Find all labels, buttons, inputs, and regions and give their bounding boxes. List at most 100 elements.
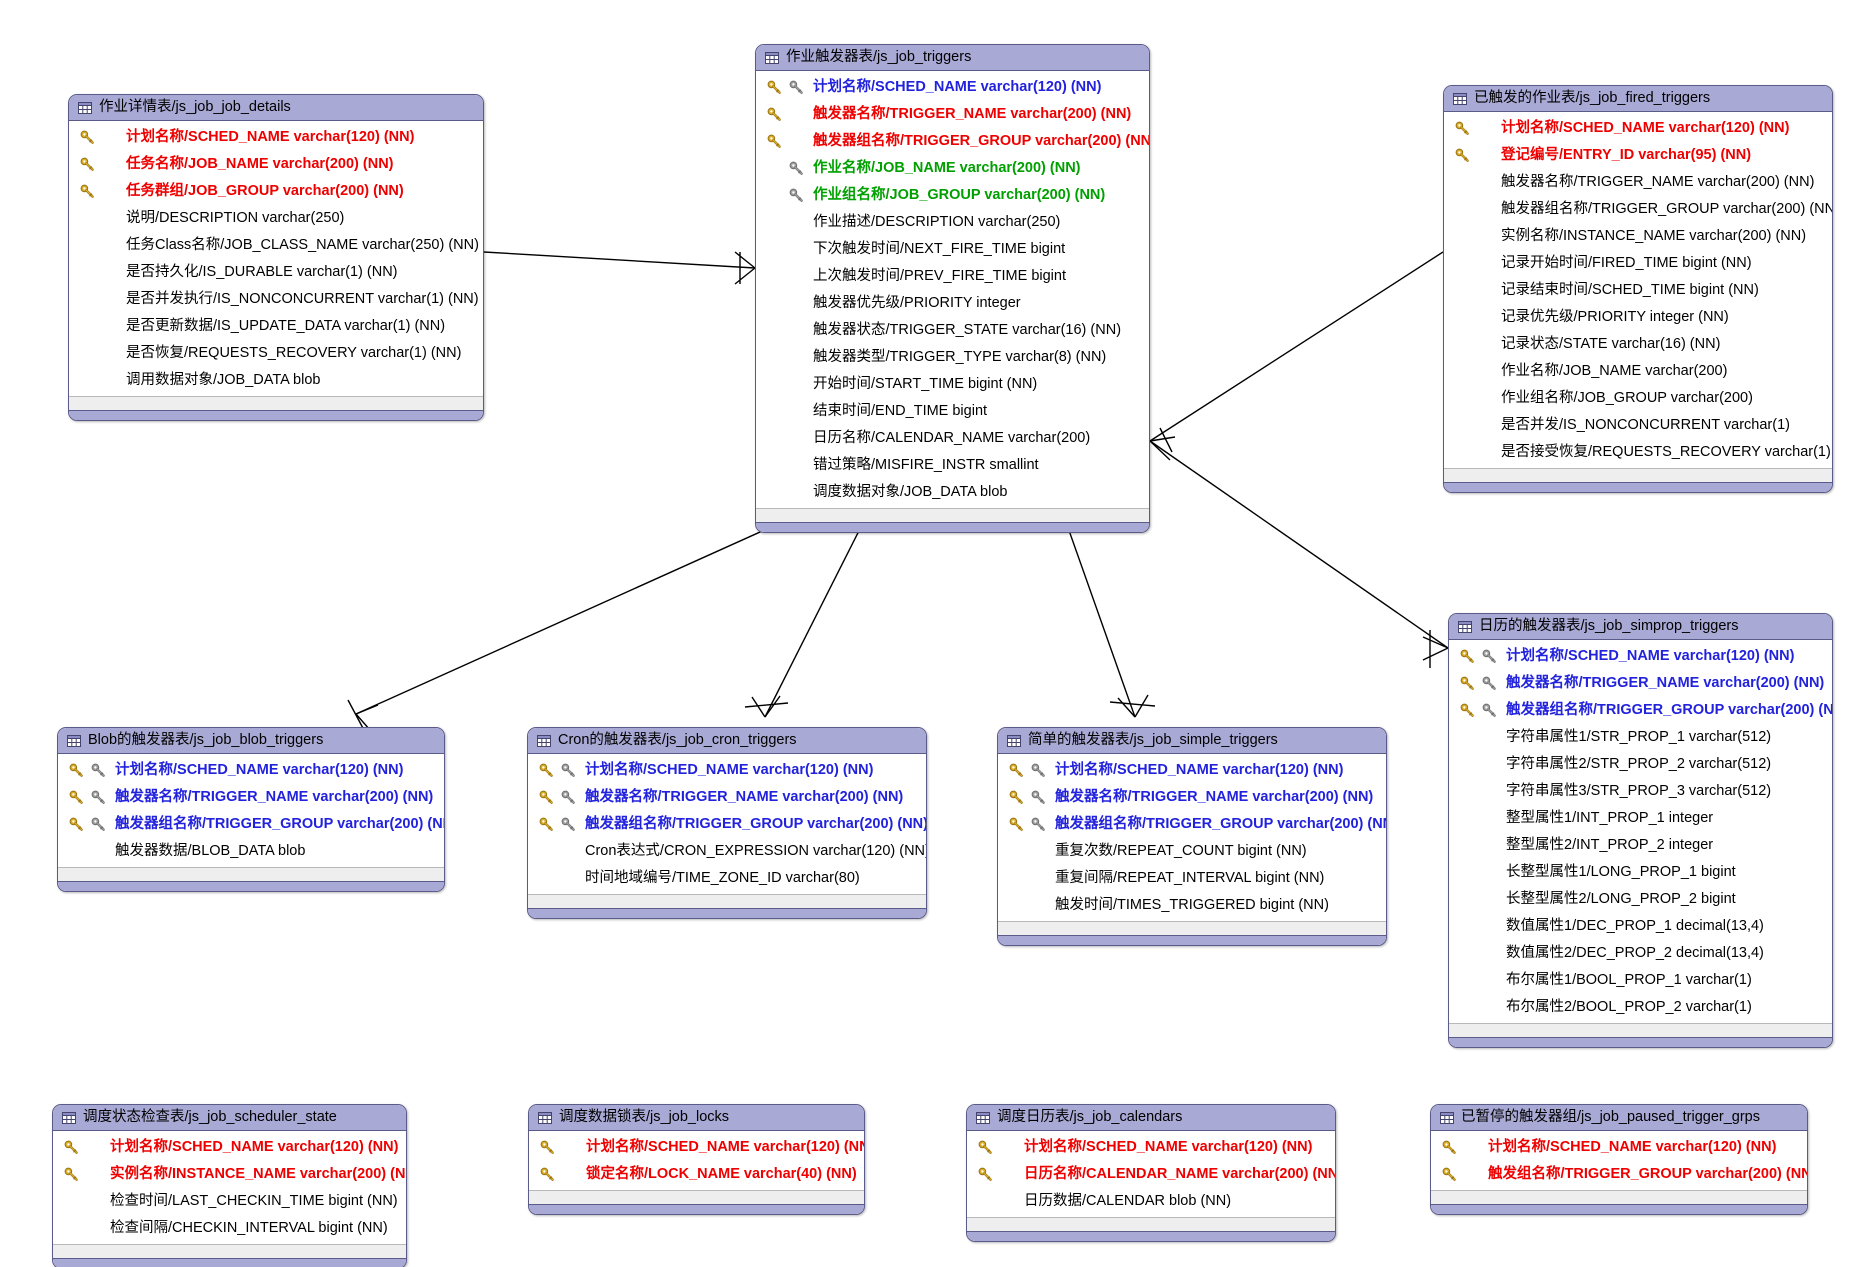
attribute-row[interactable]: 计划名称/SCHED_NAME varchar(120) (NN) xyxy=(1449,643,1832,670)
attribute-row[interactable]: 上次触发时间/PREV_FIRE_TIME bigint xyxy=(756,263,1149,290)
attribute-row[interactable]: 作业组名称/JOB_GROUP varchar(200) (NN) xyxy=(756,182,1149,209)
entity-paused_trigger_grps[interactable]: 已暂停的触发器组/js_job_paused_trigger_grps 计划名称/… xyxy=(1430,1104,1808,1215)
entity-header-paused_trigger_grps[interactable]: 已暂停的触发器组/js_job_paused_trigger_grps xyxy=(1431,1105,1807,1131)
attribute-row[interactable]: 是否并发执行/IS_NONCONCURRENT varchar(1) (NN) xyxy=(69,286,483,313)
entity-header-fired_triggers[interactable]: 已触发的作业表/js_job_fired_triggers xyxy=(1444,86,1832,112)
attribute-row[interactable]: 整型属性1/INT_PROP_1 integer xyxy=(1449,805,1832,832)
attribute-row[interactable]: 是否并发/IS_NONCONCURRENT varchar(1) xyxy=(1444,412,1832,439)
entity-cron_triggers[interactable]: Cron的触发器表/js_job_cron_triggers 计划名称/SCHED… xyxy=(527,727,927,919)
entity-simple_triggers[interactable]: 简单的触发器表/js_job_simple_triggers 计划名称/SCHED… xyxy=(997,727,1387,946)
attribute-row[interactable]: 是否接受恢复/REQUESTS_RECOVERY varchar(1) xyxy=(1444,439,1832,466)
attribute-row[interactable]: 错过策略/MISFIRE_INSTR smallint xyxy=(756,452,1149,479)
attribute-row[interactable]: 是否更新数据/IS_UPDATE_DATA varchar(1) (NN) xyxy=(69,313,483,340)
entity-header-job_triggers[interactable]: 作业触发器表/js_job_triggers xyxy=(756,45,1149,71)
attribute-row[interactable]: 检查间隔/CHECKIN_INTERVAL bigint (NN) xyxy=(53,1215,406,1242)
attribute-row[interactable]: 长整型属性1/LONG_PROP_1 bigint xyxy=(1449,859,1832,886)
attribute-row[interactable]: 是否持久化/IS_DURABLE varchar(1) (NN) xyxy=(69,259,483,286)
attribute-row[interactable]: 触发器状态/TRIGGER_STATE varchar(16) (NN) xyxy=(756,317,1149,344)
attribute-row[interactable]: 数值属性1/DEC_PROP_1 decimal(13,4) xyxy=(1449,913,1832,940)
attribute-row[interactable]: 触发器类型/TRIGGER_TYPE varchar(8) (NN) xyxy=(756,344,1149,371)
attribute-row[interactable]: 字符串属性1/STR_PROP_1 varchar(512) xyxy=(1449,724,1832,751)
attribute-row[interactable]: 日历数据/CALENDAR blob (NN) xyxy=(967,1188,1335,1215)
attribute-row[interactable]: 触发器优先级/PRIORITY integer xyxy=(756,290,1149,317)
attribute-row[interactable]: 任务Class名称/JOB_CLASS_NAME varchar(250) (N… xyxy=(69,232,483,259)
attribute-row[interactable]: 登记编号/ENTRY_ID varchar(95) (NN) xyxy=(1444,142,1832,169)
attribute-row[interactable]: 触发器名称/TRIGGER_NAME varchar(200) (NN) xyxy=(1449,670,1832,697)
attribute-row[interactable]: 触发器组名称/TRIGGER_GROUP varchar(200) (NN) xyxy=(998,811,1386,838)
attribute-row[interactable]: 触发器名称/TRIGGER_NAME varchar(200) (NN) xyxy=(528,784,926,811)
attribute-row[interactable]: 计划名称/SCHED_NAME varchar(120) (NN) xyxy=(53,1134,406,1161)
attribute-row[interactable]: 调用数据对象/JOB_DATA blob xyxy=(69,367,483,394)
entity-calendars[interactable]: 调度日历表/js_job_calendars 计划名称/SCHED_NAME va… xyxy=(966,1104,1336,1242)
attribute-row[interactable]: 调度数据对象/JOB_DATA blob xyxy=(756,479,1149,506)
attribute-row[interactable]: 结束时间/END_TIME bigint xyxy=(756,398,1149,425)
attribute-row[interactable]: 字符串属性3/STR_PROP_3 varchar(512) xyxy=(1449,778,1832,805)
entity-header-blob_triggers[interactable]: Blob的触发器表/js_job_blob_triggers xyxy=(58,728,444,754)
attribute-row[interactable]: 作业组名称/JOB_GROUP varchar(200) xyxy=(1444,385,1832,412)
attribute-row[interactable]: 记录状态/STATE varchar(16) (NN) xyxy=(1444,331,1832,358)
attribute-row[interactable]: 实例名称/INSTANCE_NAME varchar(200) (NN) xyxy=(1444,223,1832,250)
attribute-row[interactable]: 日历名称/CALENDAR_NAME varchar(200) (NN) xyxy=(967,1161,1335,1188)
attribute-row[interactable]: 计划名称/SCHED_NAME varchar(120) (NN) xyxy=(998,757,1386,784)
attribute-row[interactable]: Cron表达式/CRON_EXPRESSION varchar(120) (NN… xyxy=(528,838,926,865)
attribute-row[interactable]: 作业名称/JOB_NAME varchar(200) (NN) xyxy=(756,155,1149,182)
attribute-row[interactable]: 字符串属性2/STR_PROP_2 varchar(512) xyxy=(1449,751,1832,778)
attribute-row[interactable]: 记录开始时间/FIRED_TIME bigint (NN) xyxy=(1444,250,1832,277)
attribute-row[interactable]: 触发器名称/TRIGGER_NAME varchar(200) (NN) xyxy=(756,101,1149,128)
attribute-row[interactable]: 是否恢复/REQUESTS_RECOVERY varchar(1) (NN) xyxy=(69,340,483,367)
attribute-row[interactable]: 说明/DESCRIPTION varchar(250) xyxy=(69,205,483,232)
attribute-row[interactable]: 作业描述/DESCRIPTION varchar(250) xyxy=(756,209,1149,236)
entity-header-locks[interactable]: 调度数据锁表/js_job_locks xyxy=(529,1105,864,1131)
attribute-row[interactable]: 触发器名称/TRIGGER_NAME varchar(200) (NN) xyxy=(998,784,1386,811)
attribute-row[interactable]: 触发器名称/TRIGGER_NAME varchar(200) (NN) xyxy=(1444,169,1832,196)
attribute-row[interactable]: 触发器组名称/TRIGGER_GROUP varchar(200) (NN) xyxy=(756,128,1149,155)
attribute-row[interactable]: 触发器组名称/TRIGGER_GROUP varchar(200) (NN) xyxy=(528,811,926,838)
attribute-row[interactable]: 数值属性2/DEC_PROP_2 decimal(13,4) xyxy=(1449,940,1832,967)
attribute-row[interactable]: 作业名称/JOB_NAME varchar(200) xyxy=(1444,358,1832,385)
entity-header-simple_triggers[interactable]: 简单的触发器表/js_job_simple_triggers xyxy=(998,728,1386,754)
attribute-row[interactable]: 记录结束时间/SCHED_TIME bigint (NN) xyxy=(1444,277,1832,304)
entity-job_details[interactable]: 作业详情表/js_job_job_details 计划名称/SCHED_NAME … xyxy=(68,94,484,421)
attribute-row[interactable]: 触发器组名称/TRIGGER_GROUP varchar(200) (NN) xyxy=(1449,697,1832,724)
entity-blob_triggers[interactable]: Blob的触发器表/js_job_blob_triggers 计划名称/SCHED… xyxy=(57,727,445,892)
entity-fired_triggers[interactable]: 已触发的作业表/js_job_fired_triggers 计划名称/SCHED_… xyxy=(1443,85,1833,493)
attribute-row[interactable]: 重复间隔/REPEAT_INTERVAL bigint (NN) xyxy=(998,865,1386,892)
attribute-row[interactable]: 检查时间/LAST_CHECKIN_TIME bigint (NN) xyxy=(53,1188,406,1215)
attribute-row[interactable]: 计划名称/SCHED_NAME varchar(120) (NN) xyxy=(756,74,1149,101)
attribute-row[interactable]: 记录优先级/PRIORITY integer (NN) xyxy=(1444,304,1832,331)
attribute-row[interactable]: 计划名称/SCHED_NAME varchar(120) (NN) xyxy=(1444,115,1832,142)
entity-header-simprop_triggers[interactable]: 日历的触发器表/js_job_simprop_triggers xyxy=(1449,614,1832,640)
attribute-row[interactable]: 触发器组名称/TRIGGER_GROUP varchar(200) (NN) xyxy=(58,811,444,838)
attribute-row[interactable]: 触发组名称/TRIGGER_GROUP varchar(200) (NN) xyxy=(1431,1161,1807,1188)
attribute-row[interactable]: 计划名称/SCHED_NAME varchar(120) (NN) xyxy=(967,1134,1335,1161)
attribute-row[interactable]: 计划名称/SCHED_NAME varchar(120) (NN) xyxy=(528,757,926,784)
attribute-row[interactable]: 实例名称/INSTANCE_NAME varchar(200) (NN) xyxy=(53,1161,406,1188)
attribute-row[interactable]: 重复次数/REPEAT_COUNT bigint (NN) xyxy=(998,838,1386,865)
attribute-row[interactable]: 计划名称/SCHED_NAME varchar(120) (NN) xyxy=(58,757,444,784)
attribute-row[interactable]: 计划名称/SCHED_NAME varchar(120) (NN) xyxy=(69,124,483,151)
attribute-row[interactable]: 长整型属性2/LONG_PROP_2 bigint xyxy=(1449,886,1832,913)
entity-simprop_triggers[interactable]: 日历的触发器表/js_job_simprop_triggers 计划名称/SCHE… xyxy=(1448,613,1833,1048)
attribute-row[interactable]: 任务名称/JOB_NAME varchar(200) (NN) xyxy=(69,151,483,178)
attribute-row[interactable]: 布尔属性2/BOOL_PROP_2 varchar(1) xyxy=(1449,994,1832,1021)
entity-locks[interactable]: 调度数据锁表/js_job_locks 计划名称/SCHED_NAME varch… xyxy=(528,1104,865,1215)
entity-job_triggers[interactable]: 作业触发器表/js_job_triggers 计划名称/SCHED_NAME va… xyxy=(755,44,1150,533)
attribute-row[interactable]: 下次触发时间/NEXT_FIRE_TIME bigint xyxy=(756,236,1149,263)
attribute-row[interactable]: 计划名称/SCHED_NAME varchar(120) (NN) xyxy=(1431,1134,1807,1161)
entity-header-calendars[interactable]: 调度日历表/js_job_calendars xyxy=(967,1105,1335,1131)
attribute-row[interactable]: 时间地域编号/TIME_ZONE_ID varchar(80) xyxy=(528,865,926,892)
entity-header-cron_triggers[interactable]: Cron的触发器表/js_job_cron_triggers xyxy=(528,728,926,754)
attribute-row[interactable]: 任务群组/JOB_GROUP varchar(200) (NN) xyxy=(69,178,483,205)
attribute-row[interactable]: 布尔属性1/BOOL_PROP_1 varchar(1) xyxy=(1449,967,1832,994)
attribute-row[interactable]: 触发器名称/TRIGGER_NAME varchar(200) (NN) xyxy=(58,784,444,811)
entity-header-job_details[interactable]: 作业详情表/js_job_job_details xyxy=(69,95,483,121)
attribute-row[interactable]: 锁定名称/LOCK_NAME varchar(40) (NN) xyxy=(529,1161,864,1188)
attribute-row[interactable]: 触发器数据/BLOB_DATA blob xyxy=(58,838,444,865)
attribute-row[interactable]: 开始时间/START_TIME bigint (NN) xyxy=(756,371,1149,398)
attribute-row[interactable]: 触发器组名称/TRIGGER_GROUP varchar(200) (NN) xyxy=(1444,196,1832,223)
attribute-row[interactable]: 日历名称/CALENDAR_NAME varchar(200) xyxy=(756,425,1149,452)
attribute-row[interactable]: 触发时间/TIMES_TRIGGERED bigint (NN) xyxy=(998,892,1386,919)
attribute-row[interactable]: 计划名称/SCHED_NAME varchar(120) (NN) xyxy=(529,1134,864,1161)
attribute-row[interactable]: 整型属性2/INT_PROP_2 integer xyxy=(1449,832,1832,859)
